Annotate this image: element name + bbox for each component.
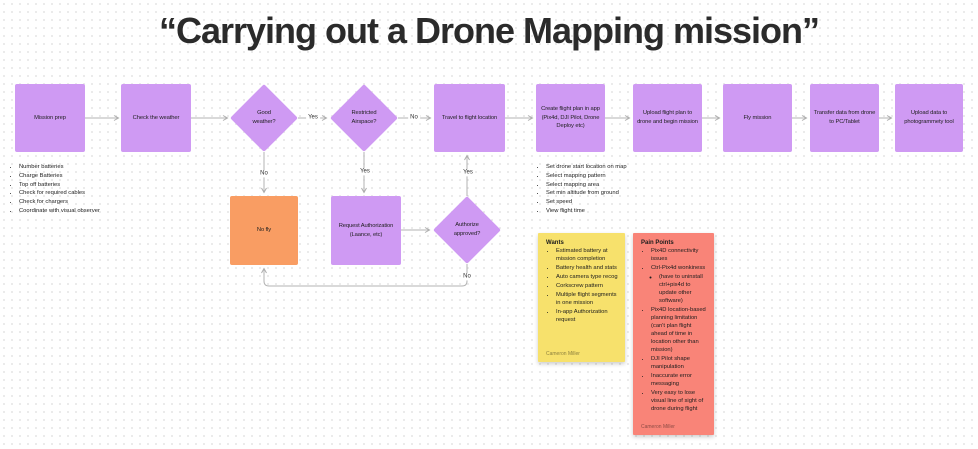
pain-point-item: Ctrl-Pix4d wonkiness (have to uninstall … [651,265,707,306]
flow-step-upload-flight-plan[interactable]: Upload flight plan to drone and begin mi… [633,84,702,152]
checklist-item: Select mapping area [546,182,686,190]
flow-step-check-weather[interactable]: Check the weather [121,84,191,152]
checklist-item: Top off batteries [19,182,159,190]
flight-plan-checklist: Set drone start location on map Select m… [537,164,686,217]
want-item: Battery health and stats [556,265,618,273]
mission-prep-checklist: Number batteries Charge Batteries Top of… [10,164,159,217]
edge-label-authorize-approved-yes: Yes [461,169,475,177]
flow-step-fly-mission[interactable]: Fly mission [723,84,792,152]
pain-point-item: Pix4D location-based planning limitation… [651,307,707,355]
pain-point-item: Inaccurate error messaging [651,373,707,389]
edge-label-good-weather-no: No [258,170,270,178]
sticky-note-wants[interactable]: Wants Estimated battery at mission compl… [538,233,625,362]
want-item: Multiple flight segments in one mission [556,292,618,308]
wants-list: Estimated battery at mission completion … [546,248,618,326]
decision-label: Authorize approved? [453,222,481,237]
edge-label-good-weather-yes: Yes [306,114,320,122]
checklist-item: Select mapping pattern [546,173,686,181]
flow-step-mission-prep[interactable]: Mission prep [15,84,85,152]
sticky-author: Cameron Miller [546,351,580,357]
flow-step-create-flight-plan[interactable]: Create flight plan in app (Pix4d, DJI Pi… [536,84,605,152]
flow-step-travel[interactable]: Travel to flight location [434,84,505,152]
want-item: In-app Authorization request [556,309,618,325]
pain-points-list: Pix4D connectivity issues Ctrl-Pix4d won… [641,248,707,415]
want-item: Auto camera type recog [556,274,618,282]
pain-point-text: Ctrl-Pix4d wonkiness [651,264,706,271]
flow-step-no-fly[interactable]: No fly [230,196,298,265]
decision-label: Restricted Airspace? [351,110,377,125]
checklist-item: Set min altitude from ground [546,190,686,198]
flow-decision-authorize-approved[interactable]: Authorize approved? [433,196,501,264]
checklist-item: View flight time [546,208,686,216]
checklist-item: Set speed [546,199,686,207]
decision-label: Good weather? [252,110,276,125]
checklist-item: Coordinate with visual observer [19,208,159,216]
want-item: Estimated battery at mission completion [556,248,618,264]
edge-label-authorize-approved-no: No [461,273,473,281]
pain-point-item: Pix4D connectivity issues [651,248,707,264]
pain-point-subitem: (have to uninstall ctrl+pix4d to update … [659,274,707,306]
checklist-item: Charge Batteries [19,173,159,181]
want-item: Corkscrew pattern [556,283,618,291]
flow-step-transfer-data[interactable]: Transfer data from drone to PC/Tablet [810,84,879,152]
sticky-note-pain-points[interactable]: Pain Points Pix4D connectivity issues Ct… [633,233,714,435]
page-title: “Carrying out a Drone Mapping mission” [158,10,820,51]
edge-label-restricted-airspace-no: No [408,114,420,122]
sticky-title: Wants [546,240,564,246]
flow-decision-restricted-airspace[interactable]: Restricted Airspace? [330,84,398,152]
flow-decision-good-weather[interactable]: Good weather? [230,84,298,152]
edge-label-restricted-airspace-yes: Yes [358,168,372,176]
checklist-item: Check for chargers [19,199,159,207]
pain-point-item: Very easy to lose visual line of sight o… [651,390,707,414]
flow-step-request-authorization[interactable]: Request Authorization (Laance, etc) [331,196,401,265]
sticky-title: Pain Points [641,240,674,246]
checklist-item: Number batteries [19,164,159,172]
checklist-item: Set drone start location on map [546,164,686,172]
sticky-author: Cameron Miller [641,424,675,430]
pain-point-item: DJI Pilot shape manipulation [651,356,707,372]
checklist-item: Check for required cables [19,190,159,198]
flow-step-upload-data[interactable]: Upload data to photogrammety tool [895,84,963,152]
